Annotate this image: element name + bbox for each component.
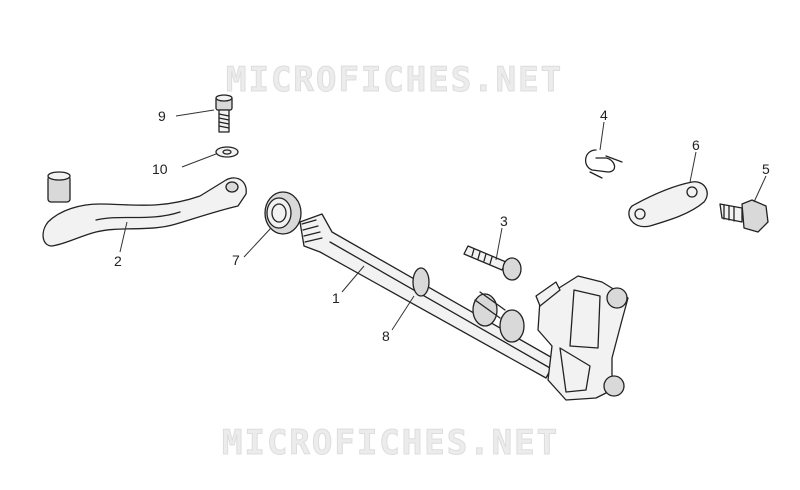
part-9-bolt [215, 94, 233, 133]
part-3-pin [463, 245, 522, 281]
part-5-hex-bolt [719, 199, 769, 233]
callouts: 9 10 2 7 1 8 3 4 6 5 [114, 107, 770, 344]
callout-5: 5 [762, 161, 770, 177]
part-4-clip [585, 149, 623, 179]
callout-2: 2 [114, 253, 122, 269]
callout-7: 7 [232, 252, 240, 268]
part-1-shift-shaft [299, 213, 629, 401]
callout-6: 6 [692, 137, 700, 153]
leader-lines [119, 109, 767, 331]
callout-8: 8 [382, 328, 390, 344]
part-6-plate [628, 181, 708, 228]
watermark-top: MICROFICHES.NET [226, 60, 563, 100]
callout-4: 4 [600, 107, 608, 123]
callout-1: 1 [332, 290, 340, 306]
part-7-oil-seal [264, 191, 302, 235]
callout-10: 10 [152, 161, 168, 177]
watermark-bottom: MICROFICHES.NET [222, 423, 559, 463]
part-10-washer [215, 146, 239, 158]
callout-9: 9 [158, 108, 166, 124]
callout-3: 3 [500, 213, 508, 229]
part-2-gear-lever [42, 171, 247, 247]
